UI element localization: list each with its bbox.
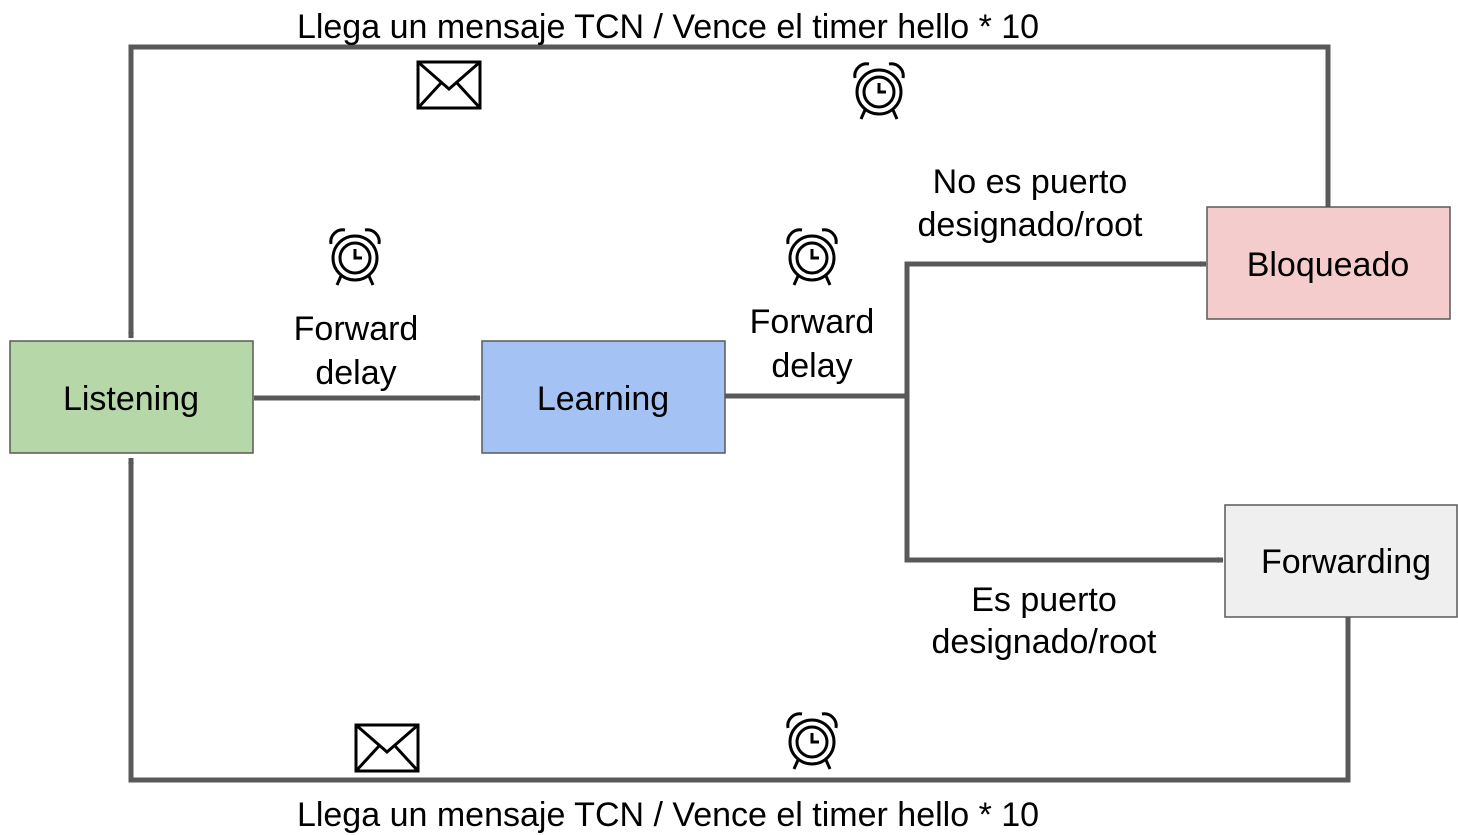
edge-forwarding-to-listening <box>128 457 1351 783</box>
no-designado-label: designado/root <box>918 206 1144 244</box>
forward-delay-label: delay <box>771 347 852 385</box>
edge-to-forwarding <box>904 396 1224 563</box>
edge-bloqueado-to-listening <box>128 44 1331 339</box>
envelope-icon <box>354 723 420 773</box>
alarm-clock-icon <box>853 62 905 121</box>
node-bloqueado-label: Bloqueado <box>1247 246 1410 284</box>
edge-to-bloqueado <box>904 261 1207 396</box>
node-forwarding-label: Forwarding <box>1261 543 1431 581</box>
node-learning-label: Learning <box>537 380 669 418</box>
es-designado-label: Es puerto <box>971 581 1117 619</box>
bottom-loop-label: Llega un mensaje TCN / Vence el timer he… <box>297 796 1039 834</box>
forward-delay-label: Forward <box>750 303 875 341</box>
no-designado-label: No es puerto <box>933 163 1128 201</box>
forward-delay-label: delay <box>315 354 396 392</box>
envelope-icon <box>416 60 482 110</box>
node-learning: Learning <box>481 340 726 454</box>
forward-delay-label: Forward <box>294 310 419 348</box>
es-designado-label: designado/root <box>932 623 1158 661</box>
node-listening: Listening <box>9 340 254 454</box>
top-loop-label: Llega un mensaje TCN / Vence el timer he… <box>297 8 1039 46</box>
alarm-clock-icon <box>329 228 381 287</box>
node-listening-label: Listening <box>63 380 199 418</box>
node-forwarding: Forwarding <box>1224 504 1458 618</box>
alarm-clock-icon <box>786 712 838 771</box>
alarm-clock-icon <box>786 228 838 287</box>
node-bloqueado: Bloqueado <box>1206 206 1451 320</box>
